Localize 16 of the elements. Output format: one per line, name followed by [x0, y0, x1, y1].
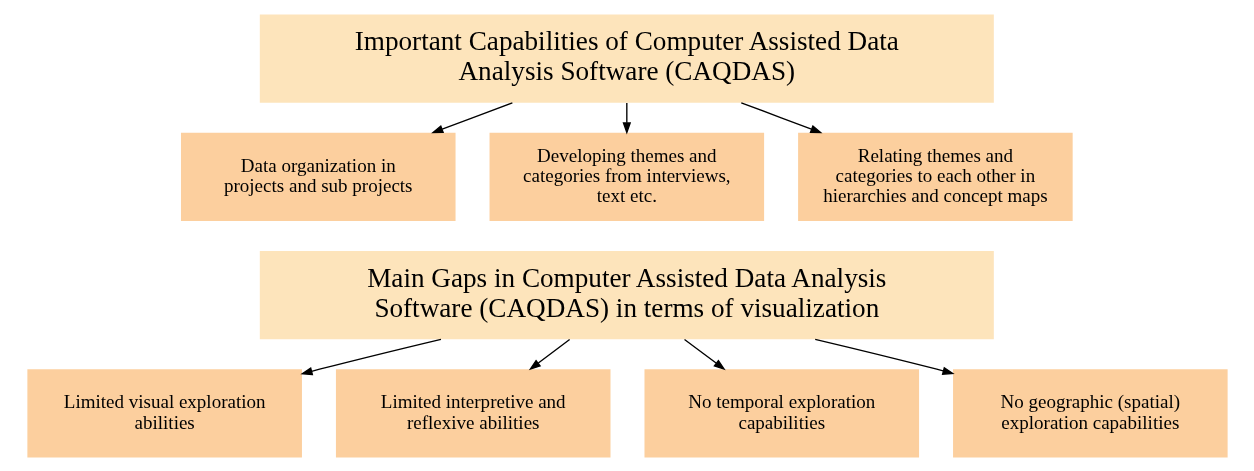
node-box: Main Gaps in Computer Assisted Data Analysis Software (CAQDAS) in terms of visualization — [259, 250, 994, 339]
arrow — [299, 338, 442, 375]
arrow — [528, 338, 570, 370]
node-box: Data organization in projects and sub projects — [180, 132, 456, 221]
arrow — [740, 101, 822, 133]
node-box: Limited visual exploration abilities — [26, 368, 302, 458]
node-box: Relating themes and categories to each other in hierarchies and concept maps — [797, 132, 1073, 221]
node-box: Limited interpretive and reflexive abilities — [335, 368, 610, 458]
node-box: No temporal exploration capabilities — [644, 368, 919, 458]
node-box: No geographic (spatial) exploration capabilities — [952, 368, 1228, 458]
arrow — [683, 338, 726, 370]
arrow — [430, 101, 513, 133]
arrow — [814, 338, 955, 375]
node-box: Important Capabilities of Computer Assisted Data Analysis Software (CAQDAS) — [259, 13, 994, 103]
arrow — [622, 101, 631, 134]
node-box: Developing themes and categories from interviews, text etc. — [489, 132, 764, 221]
